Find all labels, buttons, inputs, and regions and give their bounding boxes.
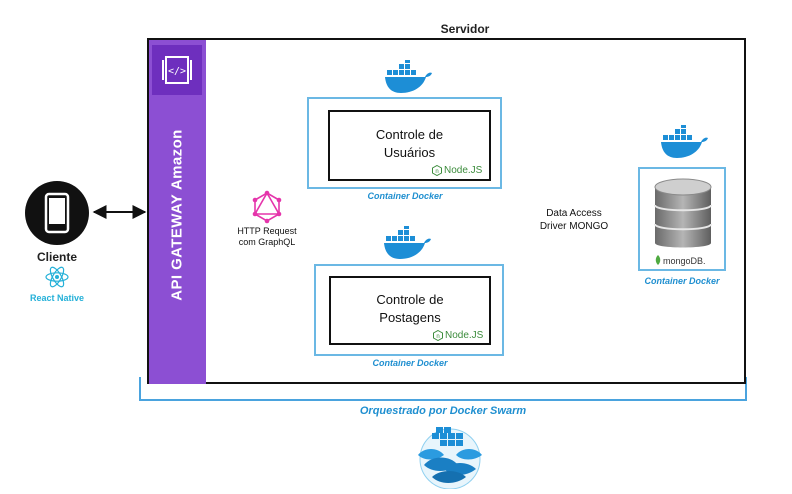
posts-service-line2: Postagens	[379, 310, 441, 325]
mongodb-badge: mongoDB.	[655, 255, 706, 266]
svg-text:n: n	[436, 334, 439, 340]
docker-icon	[659, 123, 709, 166]
client-phone-icon	[24, 180, 90, 251]
users-nodejs-badge: n Node.JS	[432, 165, 482, 176]
graphql-line2: com GraphQL	[238, 237, 296, 247]
users-service-line1: Controle de	[375, 127, 444, 142]
svg-text:n: n	[435, 169, 438, 175]
data-access-line2: Driver MONGO	[539, 221, 609, 232]
mongodb-leaf-icon	[655, 255, 661, 265]
mongodb-label: mongoDB.	[663, 255, 706, 266]
client-label: Cliente	[36, 250, 77, 264]
posts-service-line1: Controle de	[376, 292, 444, 307]
posts-runtime-label: Node.JS	[445, 330, 484, 341]
nodejs-icon: n	[433, 330, 443, 341]
api-gateway-bar	[149, 40, 206, 384]
data-access-line1: Data Access	[546, 208, 602, 219]
react-native-label: React Native	[29, 293, 85, 303]
api-gateway-icon: </>	[152, 45, 202, 95]
swarm-bracket	[139, 377, 747, 401]
api-gateway-label: API GATEWAY Amazon	[168, 129, 186, 301]
database-container-caption: Container Docker	[644, 276, 720, 286]
server-title: Servidor	[440, 22, 490, 36]
users-service-line2: Usuários	[383, 145, 436, 160]
docker-swarm-icon	[410, 425, 490, 494]
graphql-icon	[251, 190, 283, 229]
graphql-caption: HTTP Request com GraphQL	[227, 226, 307, 248]
posts-nodejs-badge: n Node.JS	[433, 330, 483, 341]
svg-text:</>: </>	[168, 66, 186, 77]
graphql-line1: HTTP Request	[237, 226, 297, 236]
posts-container-caption: Container Docker	[372, 358, 448, 368]
react-icon	[45, 265, 69, 294]
users-service-box	[328, 110, 491, 181]
orchestration-caption: Orquestrado por Docker Swarm	[359, 405, 527, 417]
docker-icon	[382, 224, 432, 267]
data-access-label: Data Access Driver MONGO	[534, 207, 614, 233]
users-container-caption: Container Docker	[367, 191, 443, 201]
posts-service-box	[329, 276, 491, 345]
database-icon	[653, 177, 713, 258]
nodejs-icon: n	[432, 165, 442, 176]
users-service-name: Controle de Usuários	[328, 126, 491, 162]
docker-icon	[383, 58, 433, 101]
posts-service-name: Controle de Postagens	[329, 291, 491, 327]
users-runtime-label: Node.JS	[444, 165, 483, 176]
